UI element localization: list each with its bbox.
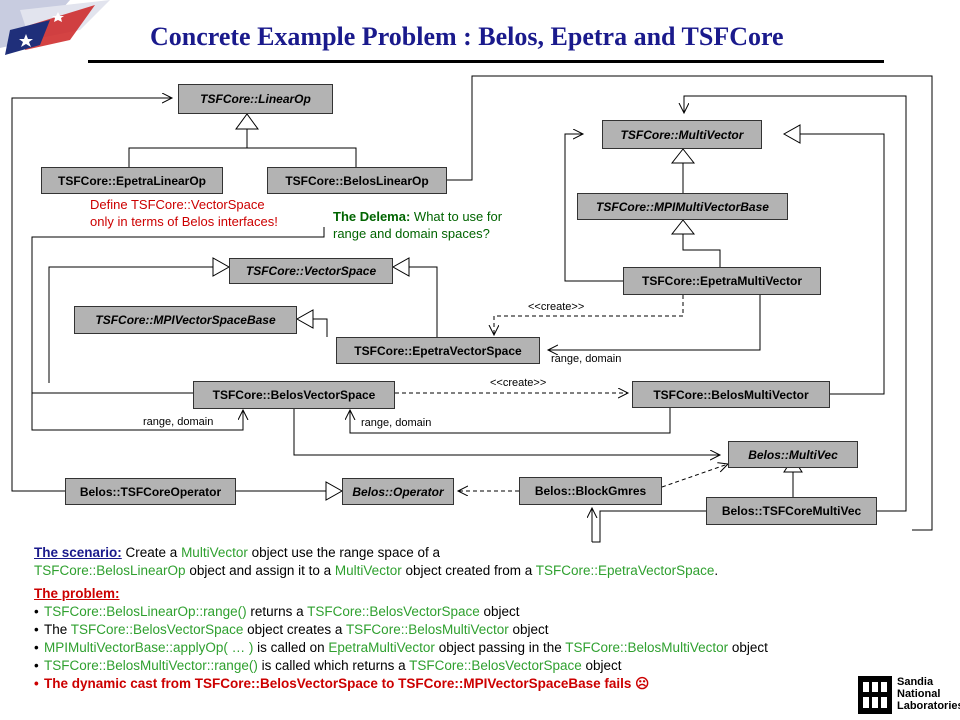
dilemma-text-line2: range and domain spaces? xyxy=(333,226,490,241)
dilemma-heading: The Delema: xyxy=(333,209,411,224)
problem-text: The problem: •TSFCore::BelosLinearOp::ra… xyxy=(34,585,934,693)
sandia-logo-text: Sandia National Laboratories xyxy=(897,676,960,712)
scenario-part: Create a xyxy=(121,545,182,560)
define-note-line2: only in terms of Belos interfaces! xyxy=(90,214,278,229)
scenario-part: object use the range space of a xyxy=(247,545,440,560)
class-tsfcore-belosvectorspace: TSFCore::BelosVectorSpace xyxy=(193,381,395,409)
range-domain-label: range, domain xyxy=(361,417,432,429)
range-domain-label: range, domain xyxy=(551,353,622,365)
class-belos-operator: Belos::Operator xyxy=(342,478,454,505)
class-tsfcore-linearop: TSFCore::LinearOp xyxy=(178,84,333,114)
define-note-line1: Define TSFCore::VectorSpace xyxy=(90,197,265,212)
class-tsfcore-epetralinearop: TSFCore::EpetraLinearOp xyxy=(41,167,223,194)
problem-item: •MPIMultiVectorBase::applyOp( … ) is cal… xyxy=(34,640,768,655)
problem-item: •The TSFCore::BelosVectorSpace object cr… xyxy=(34,622,549,637)
problem-list: •TSFCore::BelosLinearOp::range() returns… xyxy=(34,603,934,693)
class-belos-blockgmres: Belos::BlockGmres xyxy=(519,477,662,505)
scenario-heading: The scenario: xyxy=(34,545,122,560)
class-belos-tsfcoreoperator: Belos::TSFCoreOperator xyxy=(65,478,236,505)
dilemma-note: The Delema: What to use for range and do… xyxy=(333,208,502,242)
scenario-part: TSFCore::BelosLinearOp xyxy=(34,563,186,578)
logo-line: Laboratories xyxy=(897,700,960,712)
class-tsfcore-epetravectorspace: TSFCore::EpetraVectorSpace xyxy=(336,337,540,364)
class-belos-tsfcoremultivec: Belos::TSFCoreMultiVec xyxy=(706,497,877,525)
problem-item: •The dynamic cast from TSFCore::BelosVec… xyxy=(34,676,650,691)
range-domain-label: range, domain xyxy=(143,416,214,428)
class-tsfcore-multivector: TSFCore::MultiVector xyxy=(602,120,762,149)
create-label: <<create>> xyxy=(528,301,585,313)
class-belos-multivec: Belos::MultiVec xyxy=(728,441,858,468)
title-divider xyxy=(88,60,884,63)
scenario-part: object and assign it to a xyxy=(185,563,335,578)
scenario-part: object created from a xyxy=(401,563,536,578)
flag-decoration xyxy=(0,0,110,55)
class-tsfcore-mpimultivectorbase: TSFCore::MPIMultiVectorBase xyxy=(577,193,788,220)
class-tsfcore-beloslinearop: TSFCore::BelosLinearOp xyxy=(267,167,447,194)
define-note: Define TSFCore::VectorSpace only in term… xyxy=(90,196,278,230)
class-tsfcore-epetramultivector: TSFCore::EpetraMultiVector xyxy=(623,267,821,295)
scenario-text: The scenario: Create a MultiVector objec… xyxy=(34,544,934,580)
class-tsfcore-vectorspace: TSFCore::VectorSpace xyxy=(229,258,393,284)
sandia-logo-icon xyxy=(858,676,892,714)
dilemma-text: What to use for xyxy=(410,209,503,224)
problem-item: •TSFCore::BelosLinearOp::range() returns… xyxy=(34,604,520,619)
create-label: <<create>> xyxy=(490,377,547,389)
scenario-part: . xyxy=(714,563,719,578)
scenario-part: MultiVector xyxy=(181,545,248,560)
logo-line: Sandia xyxy=(897,676,934,688)
class-tsfcore-mpivectorspacebase: TSFCore::MPIVectorSpaceBase xyxy=(74,306,297,334)
problem-item: •TSFCore::BelosMultiVector::range() is c… xyxy=(34,658,622,673)
problem-heading: The problem: xyxy=(34,586,120,601)
page-title: Concrete Example Problem : Belos, Epetra… xyxy=(150,22,784,51)
scenario-part: MultiVector xyxy=(334,563,402,578)
class-tsfcore-belosmultivector: TSFCore::BelosMultiVector xyxy=(632,381,830,408)
logo-line: National xyxy=(897,688,941,700)
scenario-part: TSFCore::EpetraVectorSpace xyxy=(535,563,715,578)
